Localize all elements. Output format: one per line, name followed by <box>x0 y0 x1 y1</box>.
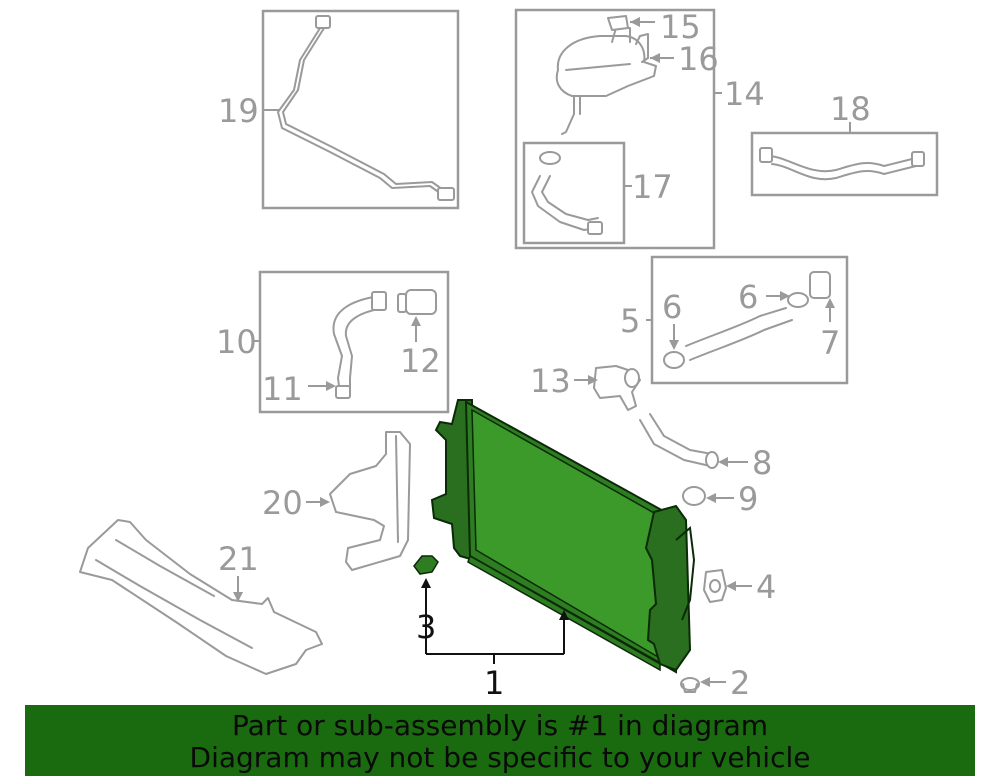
box-19 <box>261 9 460 210</box>
part-13-housing: 13 <box>530 362 641 411</box>
callout-18: 18 <box>830 90 871 128</box>
pipe-19 <box>277 24 445 197</box>
callout-17: 17 <box>632 168 673 206</box>
callout-11: 11 <box>262 370 303 408</box>
part-20-air-guide: 20 <box>262 431 411 571</box>
part-18-hose: 18 <box>750 90 939 197</box>
part-4-mount: 4 <box>703 568 776 606</box>
pipe-19-edge <box>282 24 447 193</box>
callout-16: 16 <box>678 40 719 78</box>
part-8-hose: 8 <box>639 413 772 482</box>
callout-4: 4 <box>756 568 776 606</box>
callout-13: 13 <box>530 362 571 400</box>
info-banner: Part or sub-assembly is #1 in diagram Di… <box>25 705 975 776</box>
box-14 <box>514 8 716 250</box>
part-10-hose: 12 11 10 <box>216 270 450 414</box>
callout-12: 12 <box>400 342 441 380</box>
callout-7: 7 <box>820 324 840 362</box>
callout-5: 5 <box>620 302 640 340</box>
callout-6a: 6 <box>662 288 682 326</box>
callout-3: 3 <box>416 608 436 646</box>
part-9-clamp: 9 <box>682 480 758 518</box>
box-18 <box>750 131 939 197</box>
banner-line-1: Part or sub-assembly is #1 in diagram <box>231 709 769 742</box>
callout-8: 8 <box>752 444 772 482</box>
callout-20: 20 <box>262 484 303 522</box>
part-21-shield: 21 <box>79 519 323 675</box>
part-2-insulator: 2 <box>680 664 750 702</box>
callout-15: 15 <box>660 8 701 46</box>
callout-14: 14 <box>724 75 765 113</box>
box-17 <box>522 141 626 245</box>
callout-2: 2 <box>730 664 750 702</box>
callout-19: 19 <box>218 92 259 130</box>
part-1-radiator: 3 1 <box>413 399 696 702</box>
callout-10: 10 <box>216 323 257 361</box>
banner-line-2: Diagram may not be specific to your vehi… <box>189 741 811 774</box>
callout-9: 9 <box>738 480 758 518</box>
part-5-hose: 6 6 7 5 <box>620 255 849 385</box>
callout-6b: 6 <box>738 278 758 316</box>
callout-1: 1 <box>484 664 504 702</box>
part-14-reservoir: 15 16 14 17 <box>514 8 765 250</box>
part-19-pipe: 19 <box>218 9 460 210</box>
callout-21: 21 <box>218 540 259 578</box>
